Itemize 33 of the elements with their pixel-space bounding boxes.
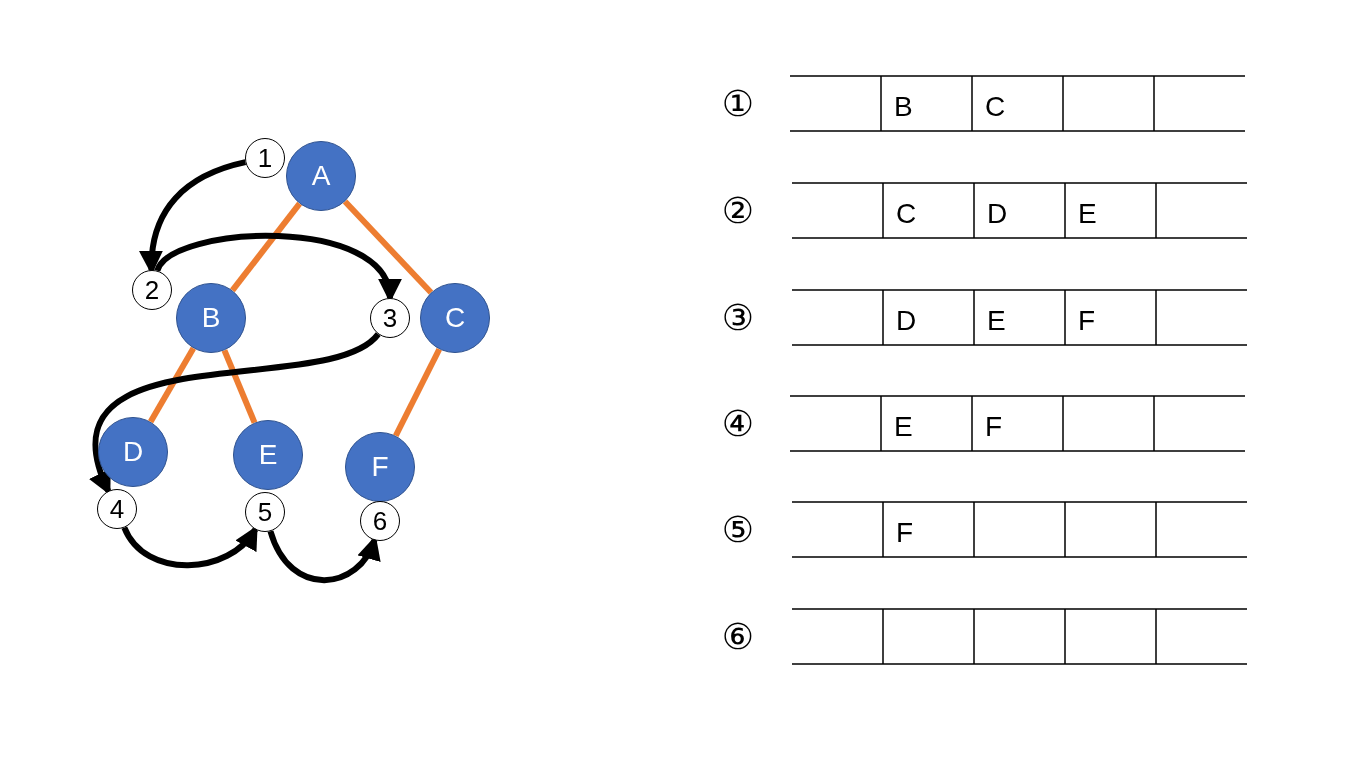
queue-entry: D [896, 306, 917, 335]
queue-entry: E [987, 306, 1006, 335]
queue-entry: F [896, 518, 914, 547]
step-number-circle: 5 [245, 492, 285, 532]
tree-node-circle: A [286, 141, 356, 211]
tree-node-circle: E [233, 420, 303, 490]
queue-entry: E [894, 412, 913, 441]
queue-entry: C [896, 199, 917, 228]
step-number: ② [721, 192, 755, 229]
step-number-circle: 3 [370, 298, 410, 338]
arrow [121, 525, 259, 569]
queue-entry: D [987, 199, 1008, 228]
queue-entry: F [985, 412, 1003, 441]
step-number: ④ [721, 405, 755, 442]
step-number: ⑤ [721, 511, 755, 548]
tree-node-circle: D [98, 417, 168, 487]
step-number-circle: 4 [97, 489, 137, 529]
step-number-circle: 6 [360, 501, 400, 541]
tree-node-circle: B [176, 283, 246, 353]
tree-node-circle: F [345, 432, 415, 502]
queue-entry: F [1078, 306, 1096, 335]
step-number: ⑥ [721, 618, 755, 655]
tree-edge [221, 349, 258, 424]
tree-edge [393, 347, 442, 438]
queue-entry: C [985, 92, 1006, 121]
queue-entry: E [1078, 199, 1097, 228]
step-number: ③ [721, 299, 755, 336]
step-number: ① [721, 85, 755, 122]
step-number-circle: 1 [245, 138, 285, 178]
tree-edge [148, 346, 196, 424]
queue-entry: B [894, 92, 913, 121]
tree-node-circle: C [420, 283, 490, 353]
arrow [267, 530, 379, 584]
